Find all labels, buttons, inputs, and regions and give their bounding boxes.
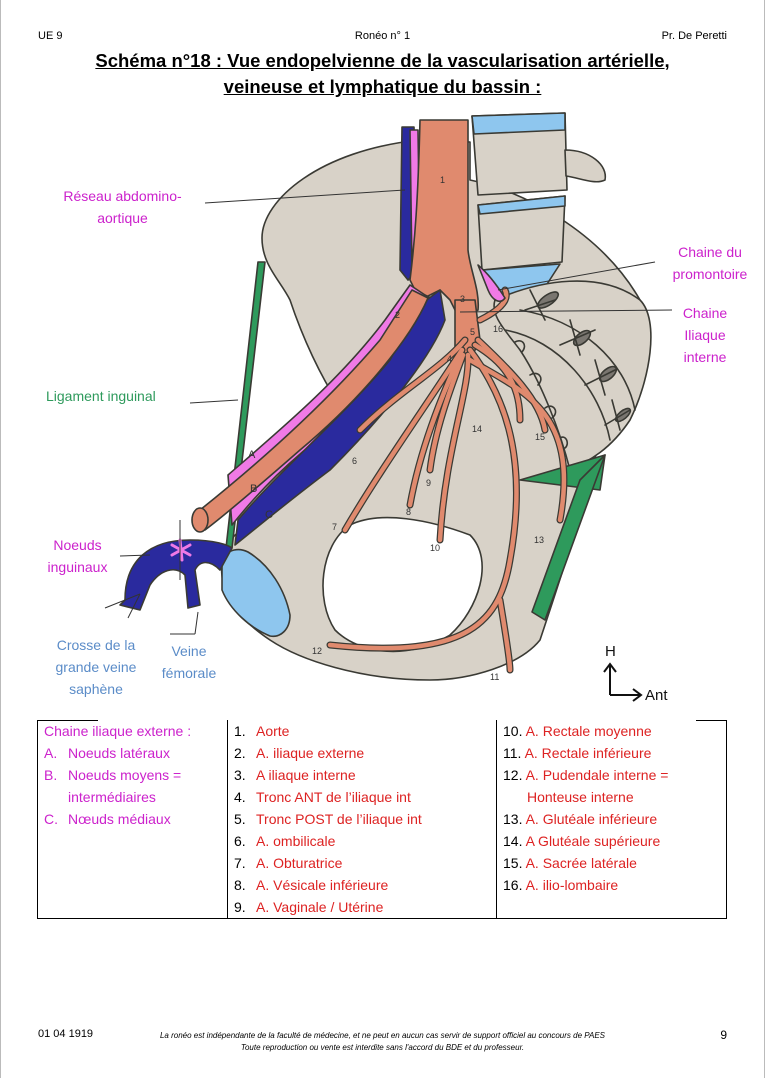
num-post-trunk: 5 <box>470 327 475 337</box>
num-vaginal: 9 <box>426 478 431 488</box>
legend-artery-item: 2.A. iliaque externe <box>234 745 365 761</box>
orientation-anterior-label: Ant <box>645 687 668 704</box>
external-iliac-vein <box>234 289 446 546</box>
femoral-vein-arch <box>119 539 233 611</box>
num-iliolumbar: 16 <box>493 324 503 334</box>
label-chaine-promontoire: Chaine du promontoire <box>672 244 748 282</box>
label-reseau-abdomino-aortique: Réseau abdomino- aortique <box>63 188 182 226</box>
num-aorta: 1 <box>440 175 445 185</box>
num-pudendal: 12 <box>312 646 322 656</box>
header-professor: Pr. De Peretti <box>661 30 727 42</box>
legend-artery-item: 8.A. Vésicale inférieure <box>234 877 389 893</box>
label-veine-femorale: Veine fémorale <box>161 643 217 681</box>
num-ant-trunk: 4 <box>447 354 452 364</box>
pubic-symphysis <box>221 548 291 638</box>
orientation-up-label: H <box>605 643 616 660</box>
legend-lymph-column: Chaine iliaque externe : A.Noeuds latéra… <box>37 720 227 919</box>
legend-artery-item: 6.A. ombilicale <box>234 833 336 849</box>
vertebra-l4-disc <box>471 112 566 135</box>
num-sup-gluteal: 14 <box>472 424 482 434</box>
num-inf-gluteal: 13 <box>534 535 544 545</box>
legend-artery-item: 3.A iliaque interne <box>234 767 356 783</box>
external-iliac-artery <box>199 289 429 531</box>
legend-artery-item: 15. A. Sacrée latérale <box>503 855 637 871</box>
legend-artery-item: 14. A Glutéale supérieure <box>503 833 661 849</box>
legend-lymph-item: C.Nœuds médiaux <box>44 811 171 827</box>
obturator-foramen <box>322 516 483 653</box>
legend-artery-column-1: 1.Aorte 2.A. iliaque externe 3.A iliaque… <box>227 720 497 919</box>
num-vesical: 8 <box>406 507 411 517</box>
legend-artery-item: 13. A. Glutéale inférieure <box>503 811 658 827</box>
title-line-2: veineuse et lymphatique du bassin : <box>223 76 542 97</box>
legend-table: Chaine iliaque externe : A.Noeuds latéra… <box>37 720 727 919</box>
sacrotuberous-ligament <box>531 454 606 621</box>
legend-artery-item: 11. A. Rectale inférieure <box>503 745 652 761</box>
num-int-iliac: 3 <box>460 294 465 304</box>
legend-artery-item: 4.Tronc ANT de l’iliaque int <box>234 789 411 805</box>
legend-lymph-item: A.Noeuds latéraux <box>44 745 170 761</box>
vertebra-l5-disc <box>477 195 566 215</box>
num-lat-sacral: 15 <box>535 432 545 442</box>
legend-artery-column-2: 10. A. Rectale moyenne 11. A. Rectale in… <box>497 720 727 919</box>
footer-disclaimer: La ronéo est indépendante de la faculté … <box>159 1031 606 1052</box>
letter-c: C <box>265 509 273 521</box>
num-ext-iliac: 2 <box>395 310 400 320</box>
orientation-arrows <box>603 662 643 702</box>
legend-lymph-heading: Chaine iliaque externe : <box>44 723 192 739</box>
letter-a: A <box>248 449 256 461</box>
letter-b: B <box>250 483 257 495</box>
legend-lymph-item: B.Noeuds moyens = <box>44 767 182 783</box>
transverse-process <box>564 149 606 183</box>
aorta <box>409 119 480 321</box>
label-chaine-iliaque-interne: Chaine Iliaque interne <box>682 305 728 365</box>
sacrum <box>493 280 652 471</box>
page-title: Schéma n°18 : Vue endopelvienne de la va… <box>0 48 765 100</box>
num-mid-rectal: 10 <box>430 543 440 553</box>
legend-artery-item: 5.Tronc POST de l’iliaque int <box>234 811 422 827</box>
header-roneo: Ronéo n° 1 <box>354 30 411 42</box>
label-noeuds-inguinaux: Noeuds inguinaux <box>47 537 108 575</box>
num-obturator: 7 <box>332 522 337 532</box>
footer-page-number: 9 <box>720 1028 727 1042</box>
num-umbilical: 6 <box>352 456 357 466</box>
label-crosse-grande-veine-saphene: Crosse de la grande veine saphène <box>55 637 137 697</box>
header-course: UE 9 <box>38 30 63 42</box>
legend-artery-item: 7.A. Obturatrice <box>234 855 343 871</box>
legend-artery-item: 1.Aorte <box>234 723 290 739</box>
footer-date: 01 04 1919 <box>38 1028 94 1040</box>
num-inf-rectal: 11 <box>490 672 499 682</box>
legend-artery-item: 12. A. Pudendale interne = <box>503 767 669 783</box>
legend-artery-item: Honteuse interne <box>527 789 634 805</box>
title-line-1: Schéma n°18 : Vue endopelvienne de la va… <box>95 50 670 71</box>
lymph-promontory <box>477 264 506 302</box>
legend-artery-item: 10. A. Rectale moyenne <box>503 723 652 739</box>
legend-artery-item: 16. A. ilio-lombaire <box>503 877 619 893</box>
legend-lymph-item: intermédiaires <box>68 789 156 805</box>
label-ligament-inguinal: Ligament inguinal <box>46 388 156 404</box>
legend-artery-item: 9.A. Vaginale / Utérine <box>234 899 384 915</box>
